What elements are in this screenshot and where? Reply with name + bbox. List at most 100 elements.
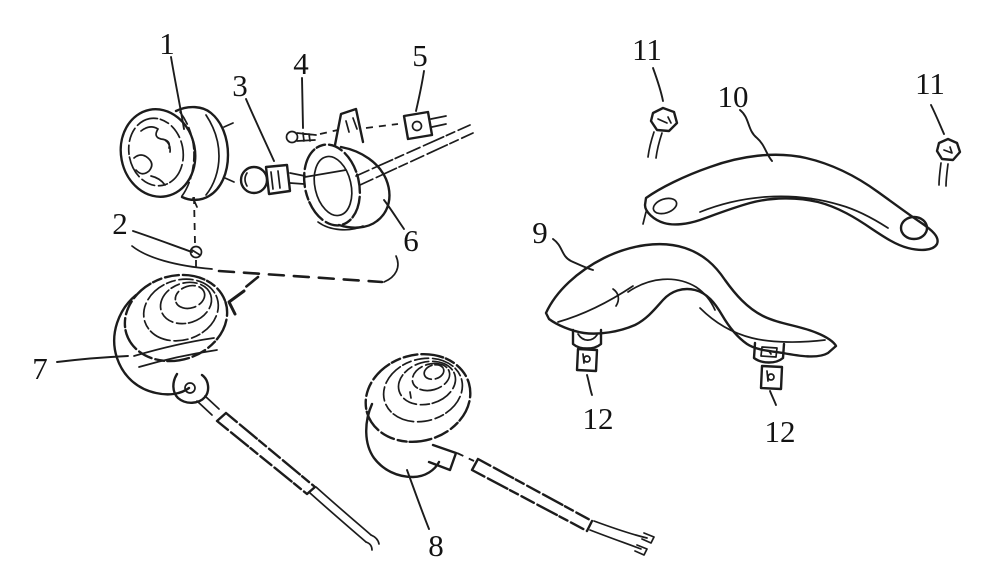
callout-1-label: 1 [159, 26, 175, 61]
lamp8-joint-dashes [456, 452, 475, 462]
clip12-right-body [759, 364, 784, 391]
screw-slot [191, 249, 201, 256]
cover-inner-arch [627, 278, 716, 311]
leader-8 [406, 469, 430, 530]
bracket-left-stub [642, 211, 647, 225]
callout-12-right-label: 12 [765, 414, 796, 449]
clip-nut-left [575, 347, 599, 373]
square-nut [402, 110, 447, 141]
callout-9-label: 9 [532, 215, 548, 250]
lamp7-dome-rib1 [142, 278, 220, 342]
bulb-socket [264, 163, 292, 196]
cover-outline [544, 242, 838, 358]
locating-arrow [227, 289, 246, 316]
bulb [239, 163, 347, 196]
shell-bottom-seam [317, 221, 364, 231]
leader-3 [245, 98, 275, 162]
callout-6-label: 6 [403, 223, 419, 258]
leader-6 [383, 199, 405, 230]
bracket-inner-line [699, 195, 889, 229]
shell-top-bracket [333, 107, 365, 147]
leader-10 [739, 109, 773, 162]
bracket-right-hole [899, 215, 929, 241]
phantom-curve-solid [131, 245, 213, 270]
adjusting-screw [189, 196, 203, 273]
cover-inner-right [699, 307, 826, 343]
handlebar-rods [355, 124, 474, 186]
bulb-glass-shade [244, 172, 248, 187]
lamp8-dome-outer [364, 352, 472, 444]
bolt11-right-head [935, 137, 962, 162]
leader-1 [170, 56, 185, 130]
lamp8-body [365, 402, 441, 479]
bolt-right [935, 137, 962, 187]
lamp8-dot [409, 391, 412, 399]
bracket-to-nut-axis [365, 123, 399, 129]
shell-body [337, 145, 391, 229]
lamp7-bracket-hole [184, 382, 196, 394]
leader-lines [56, 56, 945, 530]
lens-inner-ring [127, 117, 185, 187]
leader-12-left [586, 374, 593, 396]
lens-scribble-detail [133, 126, 171, 186]
pivot-screw-head [285, 130, 299, 144]
lamp-back-rim [174, 105, 230, 202]
leader-9 [552, 238, 594, 271]
leader-2 [132, 230, 193, 253]
callout-12-left-label: 12 [583, 401, 614, 436]
lamp7-wires [309, 486, 372, 543]
lamp8-joint [427, 443, 458, 472]
bracket-marks [345, 117, 358, 133]
lamp8-wire-terminals [634, 532, 655, 556]
headlamp-shell [302, 107, 474, 231]
leader-11-right [930, 104, 945, 135]
lamp8-dome-rib3 [411, 362, 451, 392]
cover-tick [612, 288, 620, 307]
signal-lamp-left [113, 273, 380, 551]
bracket-outline [643, 153, 939, 252]
bulb-contact-pin [289, 172, 306, 185]
callout-10-label: 10 [718, 79, 749, 114]
bulb-socket-ribs [270, 170, 281, 190]
leader-4 [301, 77, 304, 129]
screw-axis-line [193, 196, 197, 273]
clip12-right-mark [766, 370, 769, 382]
callout-8-label: 8 [428, 528, 444, 563]
cover-left-tab-notch [577, 333, 598, 341]
lamp8-dome-rib2 [397, 360, 457, 406]
lamp7-stalk-sleeve [215, 411, 317, 496]
phantom-dashes [217, 269, 384, 284]
leader-5 [415, 70, 425, 112]
bolt-left [647, 106, 679, 159]
shell-opening-inner [313, 155, 353, 217]
cover-right-tab-notch [760, 346, 778, 358]
lamp7-dome-rib3 [174, 284, 206, 310]
cover-inner-left [557, 285, 634, 323]
bolt11-left-shank [647, 131, 663, 159]
lamp8-dome-rib1 [382, 357, 464, 423]
pivot-screw-axis [319, 129, 339, 135]
lower-cover [544, 242, 838, 364]
nut-body [402, 110, 434, 141]
lamp7-wire-terminals [365, 534, 380, 551]
callout-7-label: 7 [32, 351, 48, 386]
lamp7-bracket [172, 372, 210, 404]
bolt11-right-head-marks [943, 146, 953, 154]
bracket-left-hole [652, 197, 678, 215]
shell-opening [302, 143, 362, 227]
lamp7-dome-outer [123, 273, 229, 363]
bolt11-left-head-marks [657, 116, 672, 124]
callout-labels: 1 2 3 4 5 6 7 8 9 10 11 11 12 12 [32, 26, 945, 563]
lamp7-seam [133, 337, 218, 368]
callout-3-label: 3 [232, 68, 248, 103]
lamp8-dome-rib4 [423, 363, 445, 381]
callout-5-label: 5 [412, 38, 428, 73]
lamp-seam-front [179, 111, 195, 197]
bulb-axis-line [304, 169, 347, 178]
lamp7-dome-rib2 [159, 281, 213, 325]
leader-11-left [652, 67, 664, 102]
lamp7-body [113, 293, 191, 396]
bolt11-left-head [649, 106, 679, 133]
